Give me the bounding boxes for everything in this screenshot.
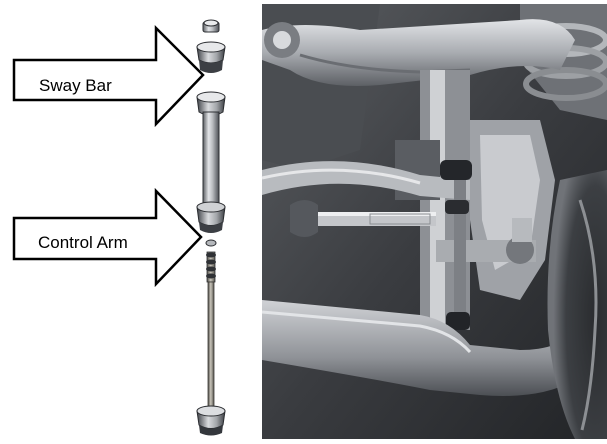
exploded-parts-column (197, 20, 225, 436)
control-arm-label: Control Arm (38, 234, 128, 251)
nut (203, 20, 219, 32)
sleeve-bottom-bushing (197, 202, 225, 233)
sleeve (203, 112, 219, 207)
suspension-rendering (262, 4, 607, 439)
rod-threads (206, 252, 216, 282)
bottom-bushing (197, 406, 225, 436)
sway-bar-label: Sway Bar (39, 77, 112, 94)
washer (206, 240, 216, 246)
threaded-rod (208, 282, 214, 407)
upper-bushing (197, 42, 225, 73)
